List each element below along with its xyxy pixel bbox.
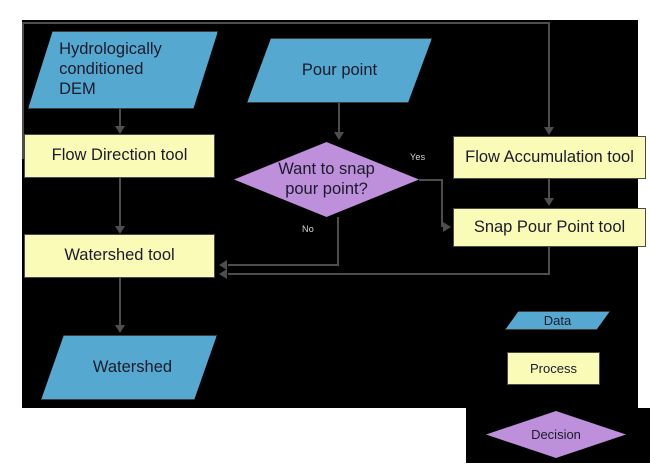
- connector-dem-left-vertical: [22, 22, 24, 158]
- legend-label: Decision: [531, 426, 581, 442]
- connector-yes-vertical: [441, 179, 443, 227]
- node-label: Pour point: [301, 60, 378, 79]
- connector-flowdir-to-watershedtool: [119, 178, 121, 226]
- node-label: Watershed: [92, 357, 173, 376]
- connector-snap-to-watershedtool-horizontal: [228, 273, 550, 275]
- arrowhead-flowacc-to-snap: [544, 198, 554, 206]
- arrowhead-pourpoint-to-decision: [334, 132, 344, 140]
- arrowhead-yes-to-snap: [443, 222, 451, 232]
- connector-yes-horizontal: [419, 179, 443, 181]
- connector-dem-to-flowdir: [119, 108, 121, 128]
- connector-no-horizontal: [228, 264, 339, 266]
- connector-dem-top-horizontal: [22, 22, 550, 24]
- edge-label-yes: Yes: [410, 152, 426, 162]
- node-watershed[interactable]: Watershed: [41, 335, 217, 400]
- node-label: Want to snap pour point?: [278, 159, 375, 198]
- connector-snap-to-watershedtool-vertical: [548, 247, 550, 275]
- node-flow-direction-tool[interactable]: Flow Direction tool: [24, 134, 215, 178]
- legend-item-data: Data: [505, 311, 610, 330]
- node-label: Flow Direction tool: [51, 146, 188, 165]
- node-label: Snap Pour Point tool: [473, 217, 626, 236]
- node-label: Hydrologically conditioned DEM: [59, 40, 162, 98]
- arrowhead-to-flow-accumulation: [544, 127, 554, 135]
- edge-label-no: No: [302, 224, 314, 234]
- connector-flowacc-to-snap: [548, 179, 550, 199]
- legend-label: Data: [543, 312, 572, 328]
- arrowhead-watershedtool-to-watershed: [115, 325, 125, 333]
- node-label: Flow Accumulation tool: [465, 147, 634, 166]
- node-pour-point[interactable]: Pour point: [247, 38, 432, 103]
- legend-item-process: Process: [507, 352, 600, 385]
- connector-no-vertical: [337, 217, 339, 266]
- node-hydrologically-conditioned-dem[interactable]: Hydrologically conditioned DEM: [28, 31, 218, 109]
- node-label: Watershed tool: [64, 246, 175, 265]
- connector-watershedtool-to-watershed: [119, 278, 121, 326]
- connector-pourpoint-to-decision: [338, 103, 340, 133]
- arrowhead-flowdir-to-watershedtool: [115, 226, 125, 234]
- connector-to-flowacc-vertical: [548, 22, 550, 128]
- arrowhead-no-to-watershedtool: [219, 260, 227, 270]
- legend-label: Process: [530, 360, 577, 376]
- arrowhead-dem-to-flowdir: [115, 126, 125, 134]
- node-watershed-tool[interactable]: Watershed tool: [24, 234, 215, 278]
- node-flow-accumulation-tool[interactable]: Flow Accumulation tool: [453, 136, 646, 179]
- node-snap-pour-point-tool[interactable]: Snap Pour Point tool: [453, 208, 646, 247]
- arrowhead-snap-to-watershedtool: [219, 269, 227, 279]
